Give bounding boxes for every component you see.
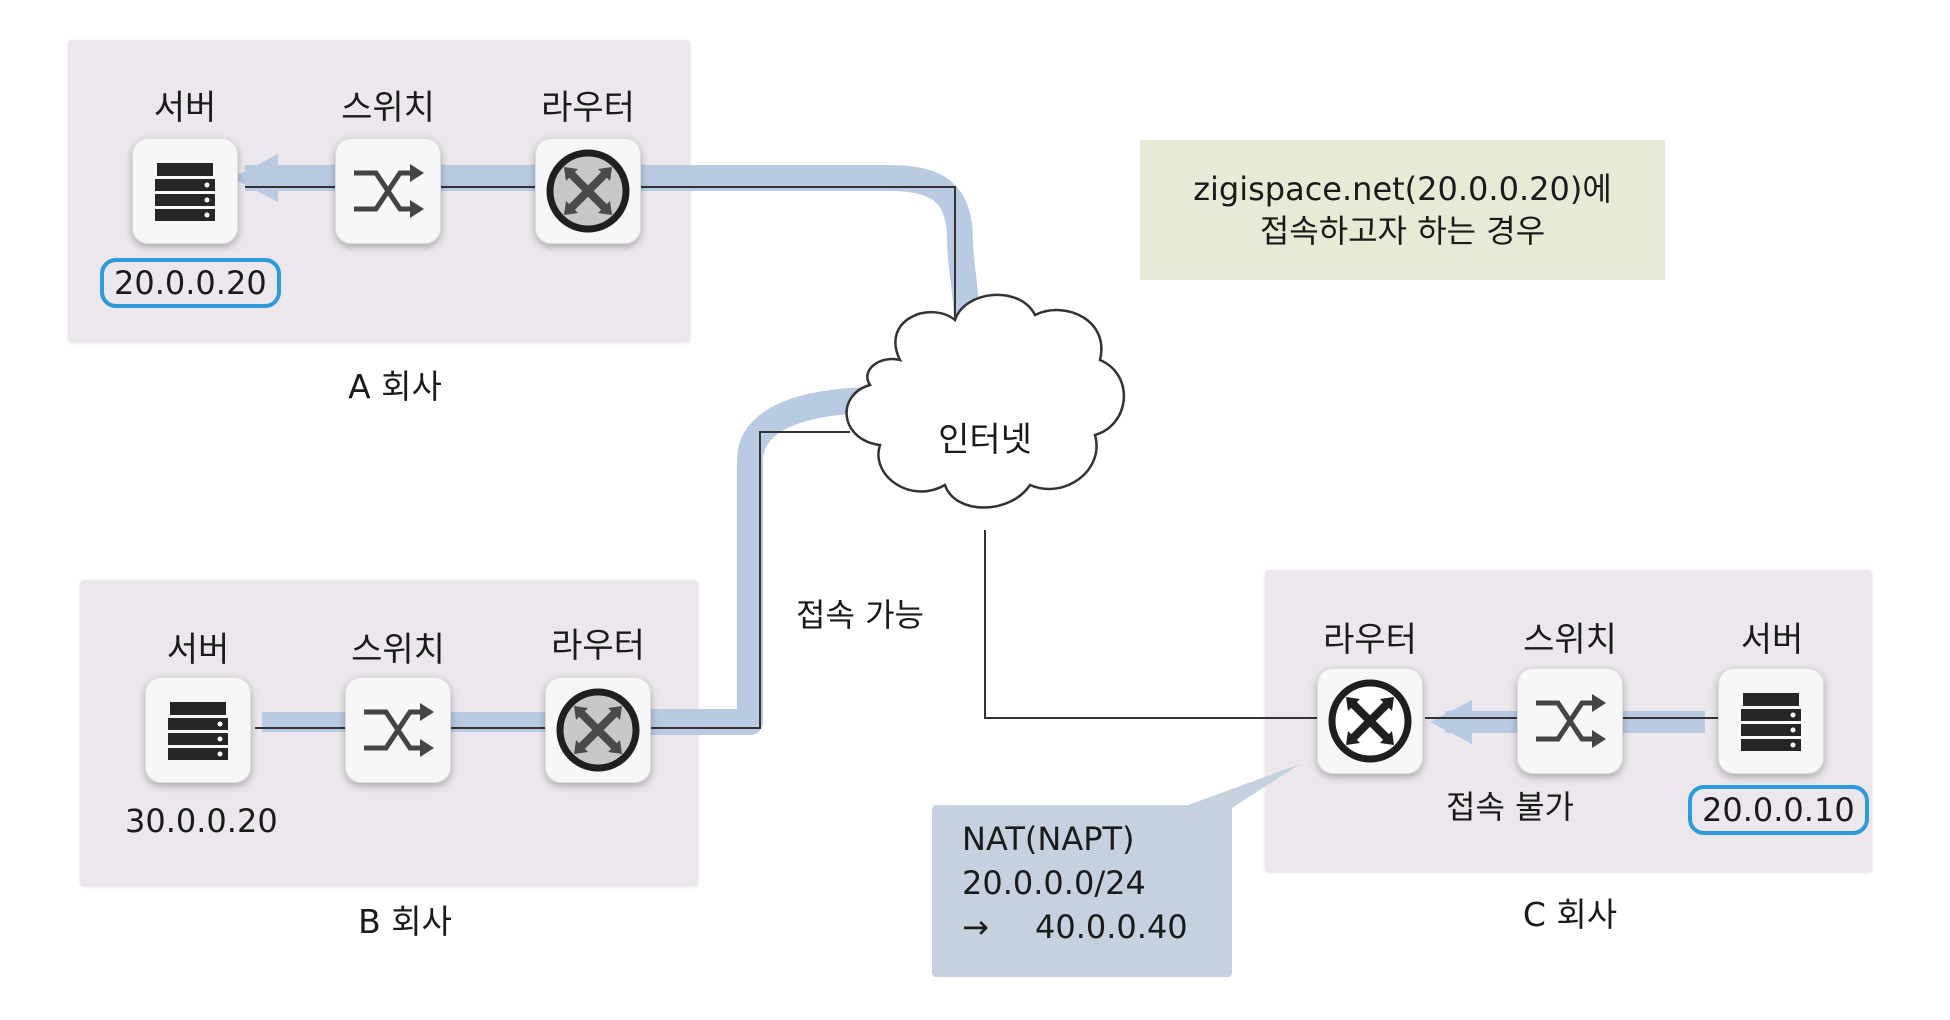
switch-icon [1536,694,1606,748]
wire-b [640,431,850,729]
server-icon [168,702,228,760]
nat-source: 20.0.0.0/24 [962,864,1146,902]
company-a-server-label: 서버 [153,88,217,128]
switch-icon [364,703,434,757]
company-c-router-label: 라우터 [1323,620,1417,660]
callout-line2: 접속하고자 하는 경우 [1259,212,1546,250]
router-icon [556,688,640,772]
company-a-router-label: 라우터 [541,88,635,128]
internet-label: 인터넷 [938,420,1032,460]
company-b-router-label: 라우터 [551,626,645,666]
router-icon [546,149,630,233]
scenario-callout: zigispace.net(20.0.0.20)에 접속하고자 하는 경우 [1140,140,1665,280]
company-a-server[interactable] [132,138,238,244]
company-c-server[interactable] [1718,668,1824,774]
company-c-name: C 회사 [1522,895,1618,934]
company-a-name: A 회사 [348,367,442,406]
flow-arrowhead-c [1430,700,1472,744]
company-b-server-label: 서버 [166,630,230,670]
server-icon [1741,693,1801,751]
company-c-switch-label: 스위치 [1523,620,1617,660]
company-b-switch[interactable] [345,677,451,783]
wire-c [984,530,1320,719]
company-a-switch-label: 스위치 [341,88,435,128]
company-c-ip: 20.0.0.10 [1688,785,1869,835]
reachable-label: 접속 가능 [796,596,924,634]
router-icon [1328,679,1412,763]
company-c-server-label: 서버 [1740,620,1804,660]
company-b-server[interactable] [145,677,251,783]
nat-pointer [1180,764,1300,808]
wire-a [640,186,956,325]
company-a-switch[interactable] [335,138,441,244]
flow-arrowhead-a [232,154,278,202]
nat-title: NAT(NAPT) [962,820,1135,858]
company-a-ip: 20.0.0.20 [100,258,281,308]
arrow-icon: → [962,908,989,946]
callout-line1: zigispace.net(20.0.0.20)에 [1193,170,1612,208]
server-icon [155,163,215,221]
company-b-switch-label: 스위치 [351,630,445,670]
company-a-router[interactable] [535,138,641,244]
switch-icon [354,164,424,218]
unreachable-label: 접속 불가 [1446,788,1574,826]
nat-info-box: NAT(NAPT) 20.0.0.0/24 → 40.0.0.40 [932,805,1232,977]
company-c-router[interactable] [1317,668,1423,774]
company-b-router[interactable] [545,677,651,783]
company-b-name: B 회사 [358,902,452,941]
company-c-switch[interactable] [1517,668,1623,774]
company-b-ip: 30.0.0.20 [125,802,278,840]
cloud-icon [845,293,1125,509]
nat-target: 40.0.0.40 [1034,908,1188,946]
nat-mapping: → 40.0.0.40 [962,905,1202,949]
